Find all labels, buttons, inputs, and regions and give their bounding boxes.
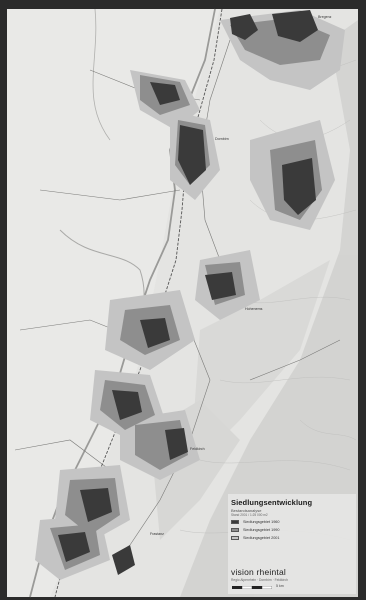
legend-subtitle: Bestandsanalyse xyxy=(231,508,262,513)
legend-label: Siedlungsgebiet 2001 xyxy=(243,536,280,540)
brand-title: vision rheintal xyxy=(231,567,286,577)
canal xyxy=(92,8,111,141)
legend-panel xyxy=(228,494,356,594)
place-dornbirn: Dornbirn xyxy=(215,137,229,141)
brand-subline: Regio Alpenrhein · Dornbirn · Feldkirch xyxy=(231,578,288,582)
settlement-1960 xyxy=(58,10,318,575)
legend-swatch xyxy=(231,528,239,532)
legend-title: Siedlungsentwicklung xyxy=(231,498,313,507)
legend-swatch xyxy=(231,520,239,524)
legend-label: Siedlungsgebiet 1990 xyxy=(243,528,280,532)
legend-item: Siedlungsgebiet 1960 xyxy=(231,519,355,525)
place-hohenems: Hohenems xyxy=(245,307,263,311)
legend-meta: Stand 2001 / 1:25 000 m2 xyxy=(231,513,268,517)
place-feldkirch: Feldkirch xyxy=(190,447,205,451)
place-bregenz: Bregenz xyxy=(318,15,332,19)
legend-swatch xyxy=(231,536,239,540)
map-legend: Siedlungsentwicklung Bestandsanalyse Sta… xyxy=(231,498,355,541)
legend-label: Siedlungsgebiet 1960 xyxy=(243,520,280,524)
place-frastanz: Frastanz xyxy=(150,532,164,536)
legend-item: Siedlungsgebiet 1990 xyxy=(231,527,355,533)
scale-label: 5 km xyxy=(276,584,284,588)
scale-bar xyxy=(232,586,272,589)
legend-item: Siedlungsgebiet 2001 xyxy=(231,535,355,541)
